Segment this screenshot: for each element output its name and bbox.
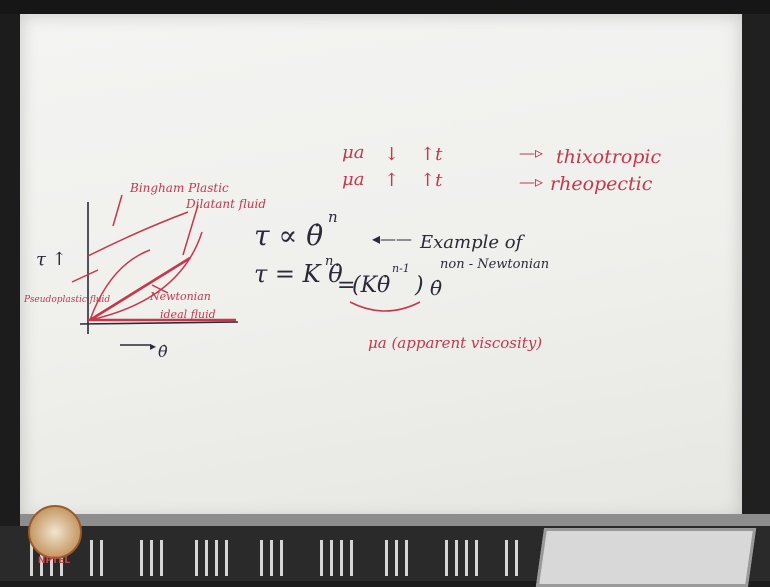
wall-stripe: [385, 540, 388, 576]
wall-stripe: [465, 540, 468, 576]
wall-stripe: [215, 540, 218, 576]
wall-stripe: [475, 540, 478, 576]
wall-stripe: [515, 540, 518, 576]
curve-pseudoplastic: [89, 249, 151, 321]
bracket-term: (Kθ̇: [352, 273, 390, 298]
non-newtonian-text: non - Newtonian: [440, 257, 549, 272]
graph-y-label: τ ↑: [36, 249, 67, 270]
leader-newtonian: [151, 284, 169, 294]
logo-text: NPTEL: [37, 556, 71, 566]
rule-1-result: thixotropic: [556, 146, 661, 168]
board-frame-top: [0, 0, 770, 14]
wall-stripe: [40, 540, 43, 576]
graph-x-label: θ̇: [158, 342, 168, 361]
wall-stripe: [445, 540, 448, 576]
graph-labels: Bingham Plastic Dilatant fluid Newtonian…: [23, 181, 266, 321]
proportional-equation: τ ∝ θ̇: [254, 219, 323, 252]
wall-stripe: [320, 540, 323, 576]
rule-1-arrow-icon: —▹: [519, 143, 543, 162]
rule-2-symbol: μa: [342, 169, 364, 190]
wall-stripe: [395, 540, 398, 576]
marker-tray: [20, 514, 770, 526]
wall-stripe: [225, 540, 228, 576]
bracket-close: ): [414, 273, 424, 298]
power-law-exponent: n: [325, 254, 333, 269]
whiteboard: [20, 14, 742, 520]
wall-stripe: [150, 540, 153, 576]
rule-1-symbol: μa: [342, 142, 364, 163]
label-dilatant: Dilatant fluid: [185, 197, 266, 211]
leader-bingham: [112, 194, 123, 227]
label-bingham: Bingham Plastic: [129, 181, 229, 195]
wall-stripe: [350, 540, 353, 576]
graph-axes: [79, 202, 239, 346]
leader-pseudoplastic: [71, 269, 99, 283]
rule-1-change: ↓: [384, 144, 399, 165]
wall-stripe: [140, 540, 143, 576]
wall-stripe: [260, 540, 263, 576]
label-pseudoplastic: Pseudoplastic fluid: [23, 295, 110, 305]
leader-dilatant: [182, 204, 199, 256]
wall-stripe: [340, 540, 343, 576]
wall-stripe: [100, 540, 103, 576]
rule-2-time: ↑t: [420, 170, 443, 191]
power-law-left: τ = K θ̇: [254, 260, 343, 288]
rule-2-result: rheopectic: [550, 173, 653, 195]
rule-2-arrow-icon: —▹: [519, 172, 543, 191]
x-axis: [79, 321, 239, 325]
nptel-logo-icon: [28, 505, 82, 559]
example-arrow-icon: ◂——: [372, 229, 412, 248]
power-law-equals: =: [337, 273, 355, 298]
label-ideal: ideal fluid: [160, 308, 216, 321]
rule-2-change: ↑: [384, 170, 399, 191]
graph-curves: [71, 194, 236, 322]
theta-dot: θ̇: [430, 276, 442, 300]
wall-stripe: [505, 540, 508, 576]
wall-stripe: [205, 540, 208, 576]
wall-stripe: [90, 540, 93, 576]
curve-bingham: [87, 211, 189, 257]
equations: τ ∝ θ̇ n ◂—— Example of non - Newtonian …: [254, 208, 549, 300]
viscosity-rules: μa ↓ ↑t —▹ thixotropic μa ↑ ↑t —▹ rheope…: [342, 142, 661, 195]
wall-stripe: [195, 540, 198, 576]
curve-dilatant: [89, 231, 203, 321]
x-arrow-icon: ▸: [150, 339, 156, 353]
wall-stripe: [405, 540, 408, 576]
curve-newtonian: [89, 256, 191, 322]
rule-1-time: ↑t: [420, 144, 443, 165]
wall-right: [742, 14, 770, 514]
wall-stripe: [455, 540, 458, 576]
proportional-exponent: n: [328, 208, 338, 226]
wall-stripe: [280, 540, 283, 576]
bracket-exponent: n-1: [392, 262, 410, 275]
wall-stripe: [160, 540, 163, 576]
label-newtonian: Newtonian: [149, 290, 211, 303]
underbrace: [349, 301, 421, 312]
wall-stripe: [330, 540, 333, 576]
wall-stripe: [30, 540, 33, 576]
wall-stripe: [270, 540, 273, 576]
example-of-text: Example of: [419, 232, 526, 253]
apparent-viscosity: μa (apparent viscosity): [368, 334, 542, 352]
